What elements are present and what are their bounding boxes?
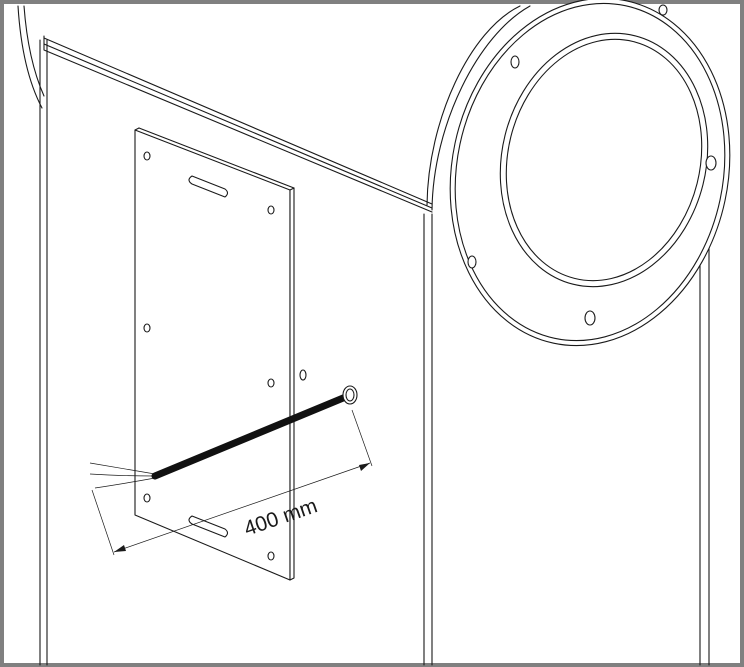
- cable: [151, 392, 352, 480]
- dimension-lines: [91, 409, 373, 556]
- housing-top-ledge: [43, 35, 433, 213]
- left-cylinder-edge: [17, 5, 48, 666]
- housing-hole: [299, 369, 307, 381]
- cable-wires: [89, 462, 156, 489]
- round-flange: [426, 0, 731, 347]
- housing-right-edge: [423, 199, 710, 666]
- cable-grommet: [342, 385, 358, 405]
